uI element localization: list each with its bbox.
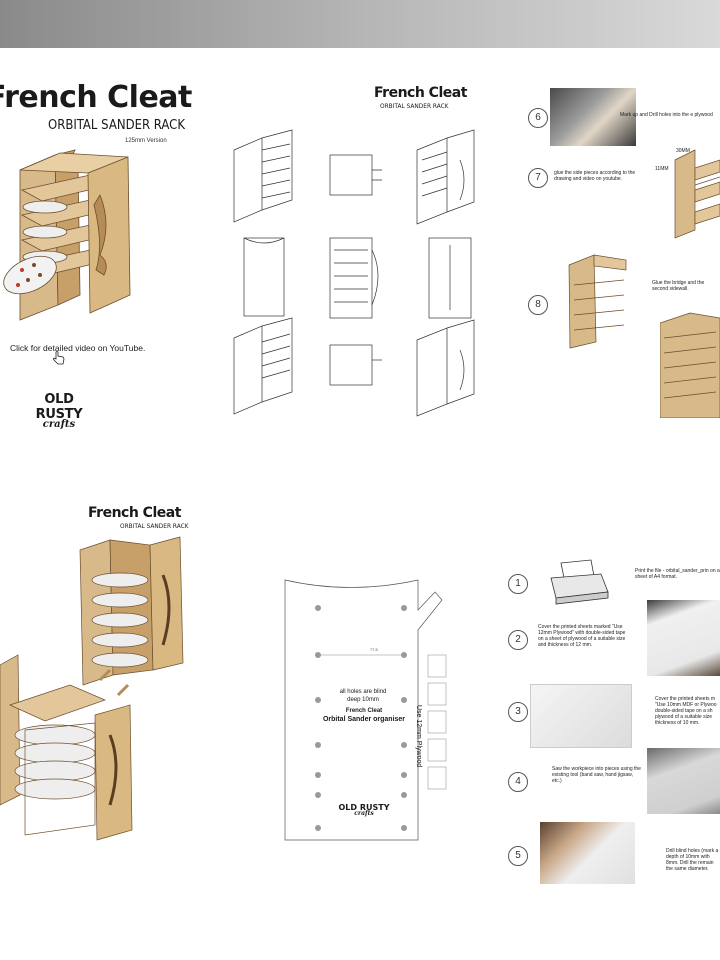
- step4-text: Saw the workpiece into pieces using the …: [552, 766, 641, 784]
- template-logo-line2: crafts: [354, 810, 374, 817]
- step1-number: 1: [508, 574, 528, 594]
- template-dim-label: 77.5: [370, 647, 378, 652]
- step7-number: 7: [528, 168, 548, 188]
- template-name-line1: French Cleat: [345, 708, 383, 714]
- template-logo: OLD RUSTY crafts: [334, 803, 394, 817]
- step3-photo: [530, 684, 632, 748]
- printer-icon: [550, 559, 609, 605]
- plywood-note: Use 12mm Plywood: [415, 705, 422, 768]
- step4-number: 4: [508, 772, 528, 792]
- step7-text: glue the side pieces according to the dr…: [554, 170, 636, 182]
- step3-number: 3: [508, 702, 528, 722]
- youtube-link[interactable]: Click for detailed video on YouTube.: [10, 343, 146, 353]
- template-outline: [284, 579, 447, 841]
- template-name-line2: Orbital Sander organiser: [322, 716, 406, 723]
- template-logo-line1: OLD RUSTY: [338, 803, 390, 812]
- step8-drawing-left: [568, 254, 627, 349]
- exploded-subtitle: ORBITAL SANDER RACK: [120, 522, 189, 530]
- cover-subtitle: ORBITAL SANDER RACK: [48, 118, 186, 133]
- step5-photo: [540, 822, 635, 884]
- cover-title: French Cleat: [0, 80, 192, 115]
- step6-photo: [550, 88, 636, 146]
- step8-drawing-right: [660, 312, 720, 418]
- drawings-title: French Cleat: [374, 85, 467, 101]
- template-page: 77.5 all holes are blind deep 10mm Frenc…: [240, 490, 490, 890]
- technical-drawing-grid: [233, 129, 475, 417]
- drawings-page: French Cleat ORBITAL SANDER RACK: [222, 70, 484, 440]
- rack-illustration: [3, 149, 131, 321]
- step3-text: Cover the printed sheets m "Use 10mm MDF…: [655, 696, 717, 726]
- step6-text: Mark up and Drill holes into the e plywo…: [620, 112, 713, 118]
- step7-drawing: [674, 149, 720, 239]
- preparation-steps-page: Print the file - orbital_sander_prin on …: [500, 490, 720, 890]
- dim-label-2: 11MM: [655, 166, 669, 172]
- step2-text: Cover the printed sheets marked "Use 12m…: [538, 624, 626, 648]
- step8-text: Glue the bridge and the second sidewall.: [652, 280, 705, 292]
- dim-label-1: 30MM: [676, 148, 690, 154]
- step2-photo: [647, 600, 720, 676]
- old-rusty-logo: OLD RUSTY crafts: [24, 392, 94, 430]
- logo-line2: crafts: [42, 419, 76, 430]
- step6-number: 6: [528, 108, 548, 128]
- intro-text: Print the file - orbital_sander_prin on …: [635, 568, 720, 580]
- step2-number: 2: [508, 630, 528, 650]
- hand-cursor-icon: [53, 351, 65, 365]
- cover-version: 125mm Version: [125, 138, 167, 144]
- cover-page: French Cleat ORBITAL SANDER RACK 125mm V…: [0, 70, 200, 440]
- step8-number: 8: [528, 295, 548, 315]
- step4-photo: [647, 748, 720, 814]
- blind-holes-note: all holes are blind deep 10mm: [339, 689, 387, 703]
- step5-text: Drill blind holes (mark a depth of 10mm …: [666, 848, 719, 872]
- exploded-rack-drawing: [0, 654, 133, 841]
- exploded-title: French Cleat: [88, 505, 181, 521]
- logo-line1: OLD RUSTY: [35, 392, 83, 422]
- top-gray-bar: [0, 0, 720, 48]
- exploded-view-page: French Cleat ORBITAL SANDER RACK: [0, 490, 200, 890]
- assembled-rack-drawing: [79, 536, 184, 686]
- step5-number: 5: [508, 846, 528, 866]
- drawings-subtitle: ORBITAL SANDER RACK: [380, 102, 449, 110]
- assembly-steps-page: 6 Mark up and Drill holes into the e ply…: [520, 70, 720, 440]
